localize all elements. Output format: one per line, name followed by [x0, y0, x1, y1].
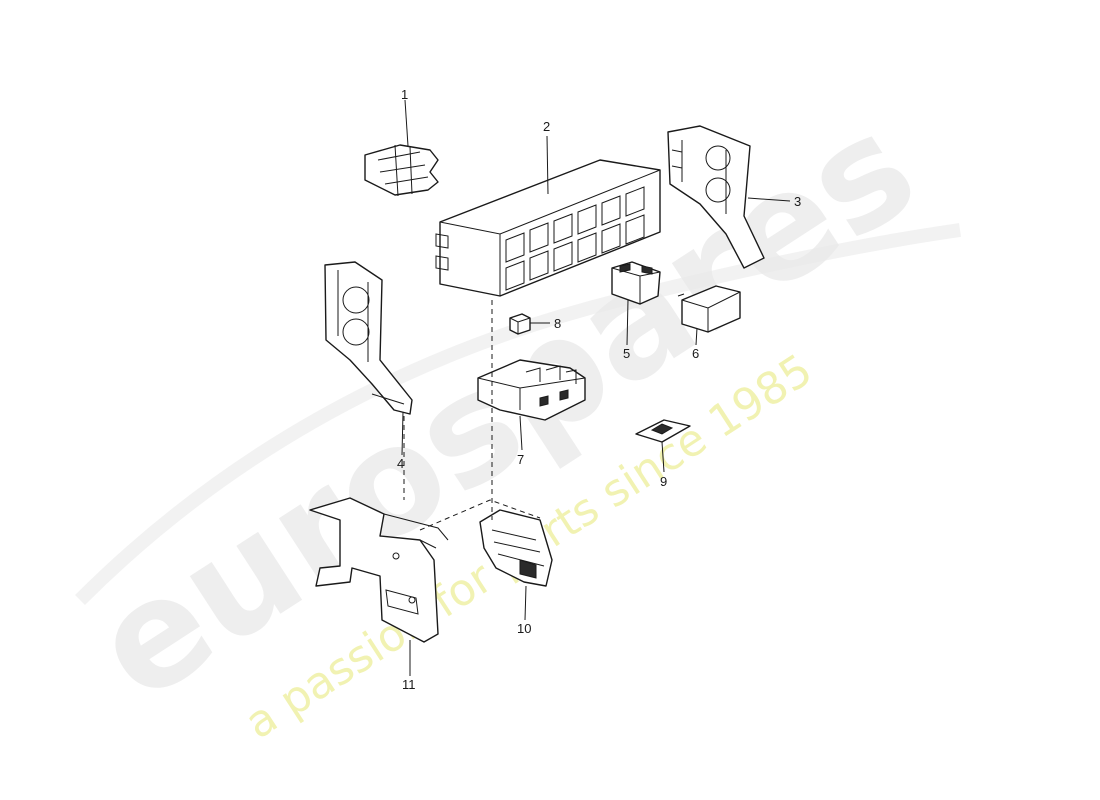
watermark: eurospares a passion for parts since 198…: [65, 80, 961, 749]
watermark-swoosh: [75, 223, 961, 605]
callout-2: 2: [543, 119, 550, 134]
part-11-mounting-bracket: [309, 497, 449, 643]
part-4-bracket-left: [324, 261, 413, 415]
leader-lines: [401, 99, 791, 676]
callouts: 1 2 3 4 5 6 7 8 9 10 11: [397, 87, 801, 692]
part-3-bracket-right: [667, 125, 765, 269]
callout-1: 1: [401, 87, 408, 102]
callout-7: 7: [517, 452, 524, 467]
callout-5: 5: [623, 346, 630, 361]
part-8-fuse: [509, 313, 531, 335]
part-1-clip: [364, 144, 439, 197]
callout-4: 4: [397, 456, 404, 471]
part-9-plate: [635, 419, 691, 443]
part-10-connector: [479, 509, 553, 587]
callout-3: 3: [794, 194, 801, 209]
callout-11: 11: [402, 677, 416, 692]
part-7-connector-housing: [477, 359, 586, 421]
callout-8: 8: [554, 316, 561, 331]
callout-10: 10: [517, 621, 531, 636]
callout-6: 6: [692, 346, 699, 361]
part-2-relay-carrier: [435, 159, 661, 297]
callout-9: 9: [660, 474, 667, 489]
part-6-relay: [677, 285, 741, 333]
part-5-relay: [611, 261, 661, 305]
routing-dashes: [403, 300, 541, 531]
